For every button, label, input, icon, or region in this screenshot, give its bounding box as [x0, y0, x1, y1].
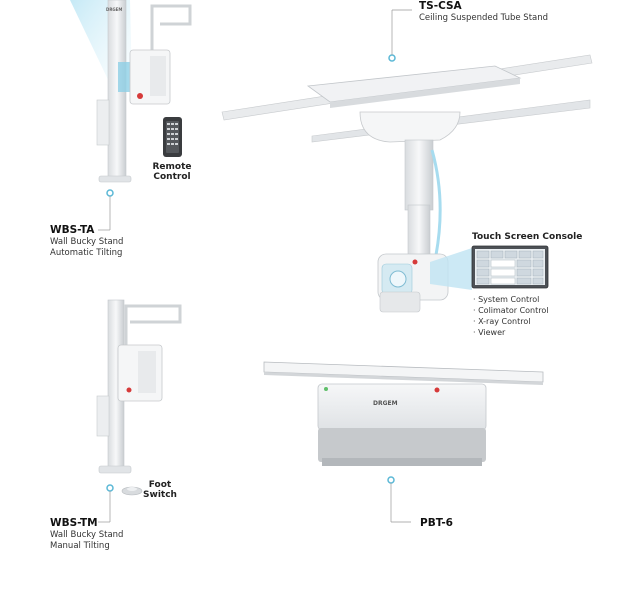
ts-csa-code: TS-CSA [419, 0, 462, 12]
pbt-6-illustration [263, 361, 544, 523]
ts-csa-illustration [221, 9, 593, 313]
remote-control-label: Remote Control [150, 162, 194, 182]
pbt-6-code: PBT-6 [420, 517, 453, 529]
wbs-ta-illustration [70, 0, 192, 231]
feature-item: · Viewer [473, 328, 506, 337]
foot-label-line2: Switch [143, 490, 177, 500]
wbs-tm-code: WBS-TM [50, 517, 98, 529]
foot-switch-icon [121, 486, 143, 496]
wbs-tm-line2: Manual Tilting [50, 541, 110, 551]
remote-control-icon [163, 117, 182, 157]
touch-console-features: · System Control · Colimator Control · X… [473, 294, 549, 338]
foot-switch-label: Foot Switch [142, 480, 178, 500]
touch-screen-console [430, 245, 549, 290]
wbs-ta-line1: Wall Bucky Stand [50, 237, 124, 247]
stand-brand-logo: DRGEM [106, 7, 123, 12]
wbs-tm-illustration [96, 299, 182, 523]
remote-label-line2: Control [153, 172, 191, 182]
foot-label-line1: Foot [148, 480, 172, 490]
touch-console-title: Touch Screen Console [472, 232, 583, 242]
feature-item: · System Control [473, 295, 540, 304]
remote-label-line1: Remote [152, 162, 192, 172]
wbs-ta-line2: Automatic Tilting [50, 248, 123, 258]
feature-item: · X-ray Control [473, 317, 531, 326]
table-brand-logo: DRGEM [373, 400, 398, 407]
wbs-ta-code: WBS-TA [50, 224, 95, 236]
wbs-tm-line1: Wall Bucky Stand [50, 530, 124, 540]
ts-csa-description: Ceiling Suspended Tube Stand [419, 13, 549, 23]
feature-item: · Colimator Control [473, 306, 549, 315]
